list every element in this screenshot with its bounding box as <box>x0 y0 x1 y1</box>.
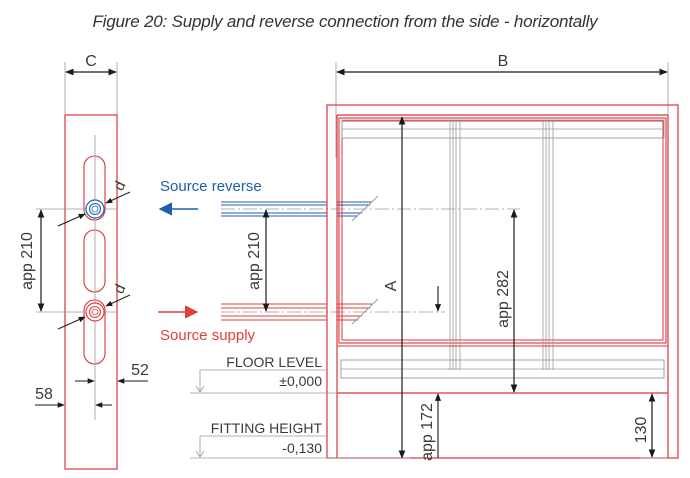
fitting-height-title: FITTING HEIGHT <box>211 420 323 436</box>
connections: Source reverse Source supply <box>158 178 520 344</box>
offset-inner-label: 52 <box>131 362 149 379</box>
source-supply-label: Source supply <box>160 327 256 344</box>
fitting-height-label: 130 <box>633 417 650 444</box>
floor-level-title: FLOOR LEVEL <box>226 354 322 370</box>
supply-pipe-core <box>91 308 99 316</box>
diameter-leader <box>105 191 131 204</box>
pipe-height-label: app 282 <box>495 270 512 328</box>
floor-level-value: ±0,000 <box>279 373 322 389</box>
level-marker-icon <box>195 385 205 393</box>
diameter-leader <box>57 316 86 330</box>
reverse-pipe <box>221 195 379 222</box>
reverse-pipe-outer <box>85 199 105 219</box>
manifold-box-inner <box>341 120 664 341</box>
manifold-box-outer <box>338 117 667 344</box>
diameter-leader <box>105 294 131 307</box>
dimension-b-label: B <box>498 53 509 70</box>
dimension-c-label: C <box>85 53 97 70</box>
dimension-a-label: A <box>383 280 400 291</box>
pipe-spacing-label: app 210 <box>19 232 36 290</box>
supply-pipe <box>221 298 379 325</box>
diameter-leader <box>57 213 86 227</box>
reverse-pipe-core <box>91 205 99 213</box>
cabinet-outer-frame <box>326 104 679 459</box>
slot-middle <box>83 229 106 293</box>
vertical-rail-left <box>449 121 461 370</box>
supply-pipe-inner <box>88 305 102 319</box>
vertical-rail-right <box>542 121 554 370</box>
break-mark <box>351 195 379 222</box>
slot-top <box>83 155 106 221</box>
floor-to-pipe-label: app 172 <box>419 403 436 461</box>
offset-outer-label: 58 <box>35 386 53 403</box>
figure-caption: Figure 20: Supply and reverse connection… <box>92 12 598 31</box>
fitting-height-value: -0,130 <box>282 440 322 456</box>
source-reverse-label: Source reverse <box>160 178 262 195</box>
break-mark <box>351 298 379 325</box>
diameter-label-bottom: d <box>110 282 129 297</box>
side-panel-outline <box>64 114 118 470</box>
pipe-spacing-label-middle: app 210 <box>246 232 263 290</box>
side-view: C d d app 210 52 58 <box>19 53 149 470</box>
level-marker-icon <box>195 450 205 458</box>
slot-bottom <box>83 299 106 365</box>
diameter-label-top: d <box>110 179 129 194</box>
levels: FLOOR LEVEL ±0,000 FITTING HEIGHT -0,130 <box>190 354 410 459</box>
reverse-pipe-inner <box>88 202 102 216</box>
supply-pipe-outer <box>85 302 105 322</box>
front-view: B A <box>326 53 679 461</box>
